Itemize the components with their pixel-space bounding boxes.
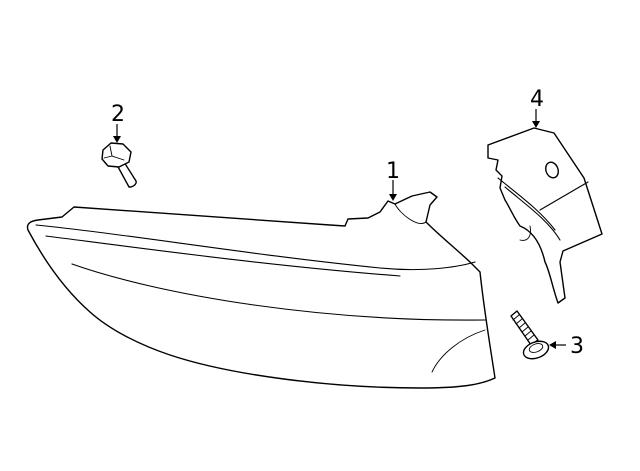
leader-3 (549, 341, 566, 349)
screw-part (510, 310, 550, 360)
callout-1: 1 (386, 159, 400, 184)
leader-1 (389, 180, 397, 201)
callout-3: 3 (570, 334, 584, 359)
callout-2: 2 (111, 102, 125, 127)
leader-2 (113, 124, 121, 143)
leader-4 (532, 109, 540, 128)
tail-lamp-assembly (26, 191, 496, 389)
bracket-part (487, 127, 603, 304)
callout-4: 4 (530, 87, 544, 112)
bolt-part (101, 142, 137, 188)
